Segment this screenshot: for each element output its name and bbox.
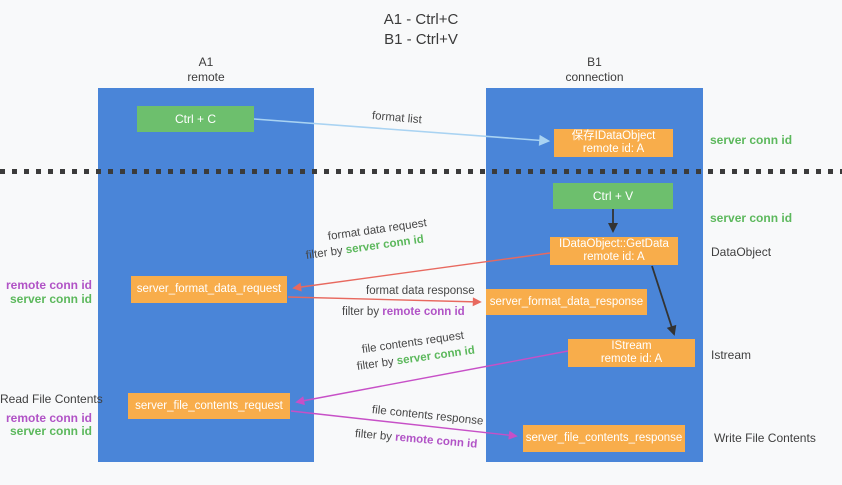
title-line-2: B1 - Ctrl+V <box>384 31 458 48</box>
label-server-conn-id-left-1: server conn id <box>9 292 92 306</box>
node-save-dataobject: 保存IDataObject remote id: A <box>554 129 673 157</box>
flow-filter-format-data-response: filter by remote conn id <box>342 306 465 318</box>
node-save-dataobject-line2: remote id: A <box>582 143 645 155</box>
node-file-request-label: server_file_contents_request <box>135 399 283 412</box>
filter-key-remote-conn-id: remote conn id <box>394 431 478 451</box>
node-idataobject-getdata: IDataObject::GetData remote id: A <box>550 237 678 265</box>
node-ctrl-v: Ctrl + V <box>553 183 673 209</box>
flow-label-format-list: format list <box>371 110 423 127</box>
node-istream-line1: IStream <box>611 340 652 352</box>
label-dataobject: DataObject <box>711 245 772 259</box>
filter-by-text: filter by <box>356 355 395 373</box>
node-save-dataobject-line1: 保存IDataObject <box>571 130 656 142</box>
label-remote-conn-id-left-1: remote conn id <box>5 278 92 292</box>
node-getdata-line1: IDataObject::GetData <box>559 238 669 250</box>
label-write-file-contents: Write File Contents <box>714 431 816 445</box>
diagram-title: A1 - Ctrl+C B1 - Ctrl+V <box>0 10 842 50</box>
node-format-request-label: server_format_data_request <box>136 283 282 295</box>
node-getdata-line2: remote id: A <box>583 251 645 263</box>
arrow-format-data-response <box>287 296 482 307</box>
lane-b1-subtitle: connection <box>565 70 624 84</box>
node-ctrl-c-label: Ctrl + C <box>174 112 216 126</box>
flow-filter-file-contents-response: filter by remote conn id <box>354 428 477 451</box>
label-server-conn-id-right-2: server conn id <box>710 211 793 225</box>
lane-b1-name: B1 <box>587 55 602 69</box>
node-ctrl-v-label: Ctrl + V <box>592 189 634 203</box>
node-server-file-contents-response: server_file_contents_response <box>523 425 685 452</box>
dotted-separator <box>0 169 842 174</box>
filter-by-text: filter by <box>342 306 380 318</box>
title-line-1: A1 - Ctrl+C <box>383 11 459 28</box>
node-istream: IStream remote id: A <box>568 339 695 367</box>
filter-key-remote-conn-id: remote conn id <box>382 306 465 318</box>
filter-by-text: filter by <box>354 428 393 444</box>
label-server-conn-id-right-1: server conn id <box>710 133 793 147</box>
lane-header-a1: A1 remote <box>98 55 314 85</box>
node-format-response-label: server_format_data_response <box>489 295 644 308</box>
node-file-response-label: server_file_contents_response <box>525 432 683 444</box>
node-server-format-data-request: server_format_data_request <box>131 276 287 303</box>
label-read-file-contents: Read File Contents <box>0 392 103 406</box>
label-server-conn-id-left-2: server conn id <box>9 424 92 438</box>
node-istream-line2: remote id: A <box>600 353 663 365</box>
node-server-file-contents-request: server_file_contents_request <box>128 393 290 419</box>
label-istream: Istream <box>711 348 752 362</box>
flow-label-file-contents-response: file contents response <box>371 404 484 428</box>
label-remote-conn-id-left-2: remote conn id <box>5 411 92 425</box>
lane-a1-name: A1 <box>198 55 214 69</box>
lane-a1-subtitle: remote <box>187 70 225 84</box>
node-ctrl-c: Ctrl + C <box>137 106 254 132</box>
node-server-format-data-response: server_format_data_response <box>486 289 647 315</box>
lane-header-b1: B1 connection <box>486 55 703 85</box>
flow-label-format-data-response: format data response <box>366 285 475 297</box>
